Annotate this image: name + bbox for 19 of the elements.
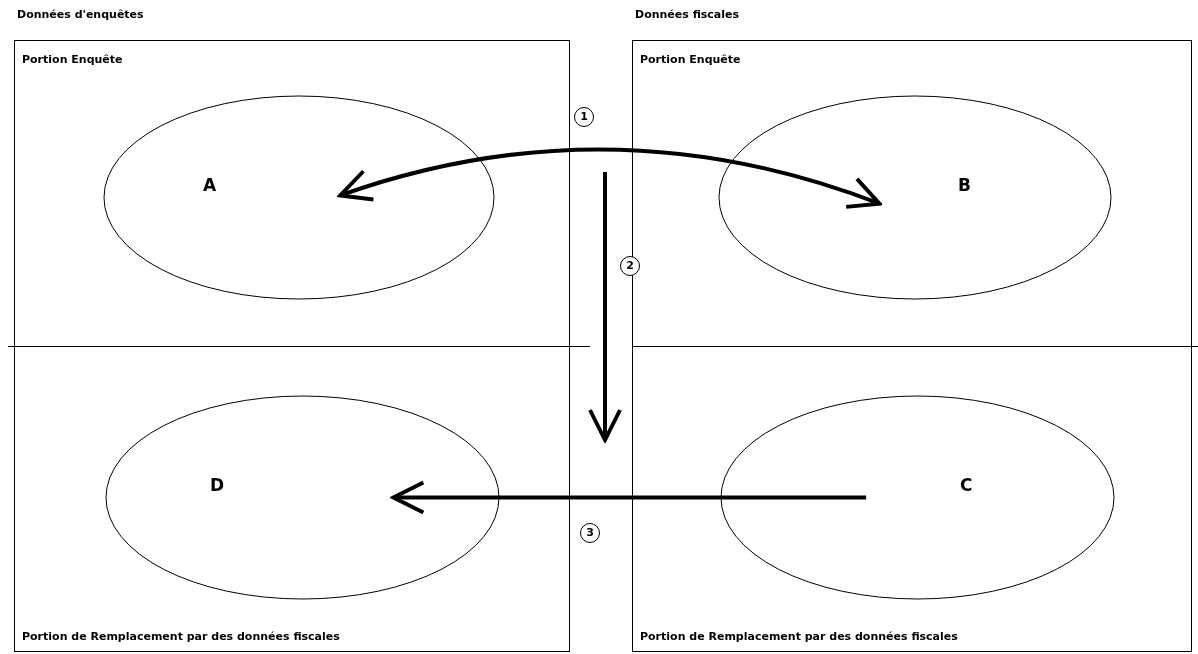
section-label: Portion de Remplacement par des données fiscales [640, 630, 958, 643]
section-label: Portion de Remplacement par des données fiscales [22, 630, 340, 643]
callout-number: 3 [580, 523, 600, 543]
panel-heading: Données fiscales [635, 8, 740, 21]
panel-heading: Données d'enquêtes [17, 8, 144, 21]
callout-number: 1 [574, 107, 594, 127]
arrow [391, 480, 867, 515]
section-label: Portion Enquête [22, 53, 123, 66]
ellipse-node [718, 95, 1112, 300]
ellipse-node [720, 395, 1115, 600]
node-letter: D [210, 474, 225, 495]
node-letter: C [960, 474, 973, 495]
ellipse-node [103, 95, 495, 300]
section-label: Portion Enquête [640, 53, 741, 66]
arrow [338, 147, 882, 210]
node-letter: A [203, 174, 217, 195]
node-letter: B [958, 174, 971, 195]
ellipse-node [105, 395, 500, 600]
callout-number: 2 [620, 256, 640, 276]
